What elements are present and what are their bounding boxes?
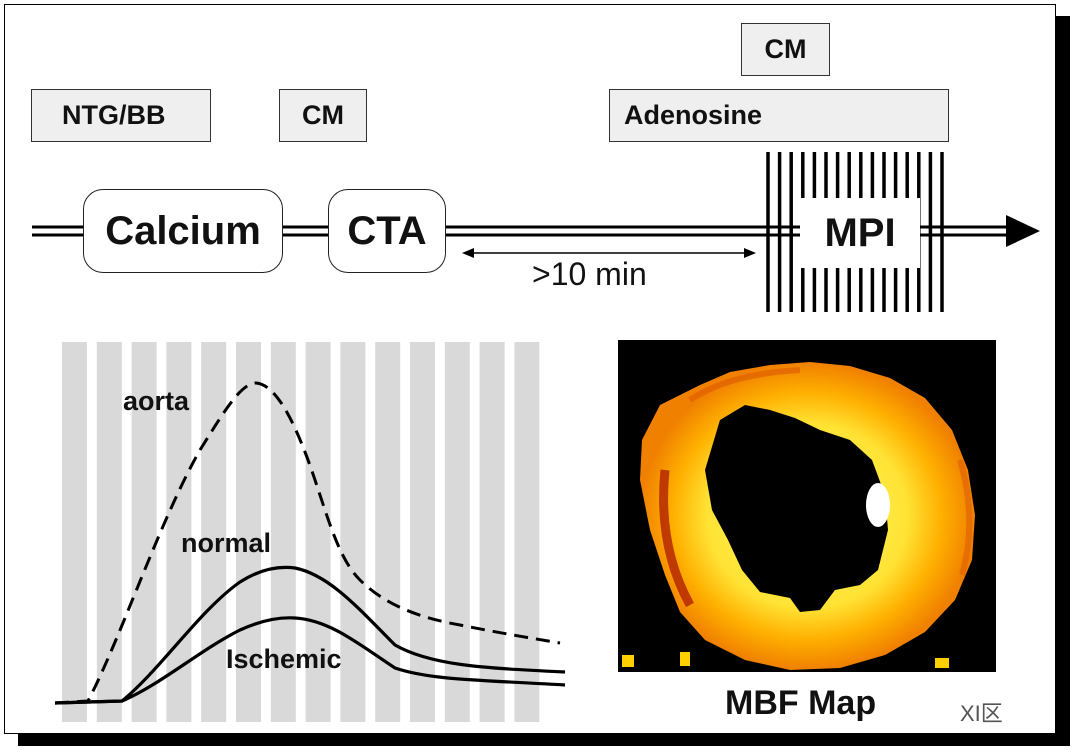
ischemic-label: Ischemic: [226, 644, 342, 674]
ischemic-curve: [54, 616, 566, 705]
cm-label-second: CM: [741, 23, 830, 76]
watermark: XI区: [960, 701, 1003, 726]
interval-arrow: [462, 248, 756, 258]
interval-label: >10 min: [532, 256, 647, 292]
acquisition-stripe: [479, 342, 505, 722]
cta-stage: CTA: [328, 189, 446, 273]
aorta-label: aorta: [123, 386, 190, 416]
aorta-curve: [54, 381, 561, 705]
mbf-map-title: MBF Map: [725, 684, 877, 722]
acquisition-stripe: [305, 342, 331, 722]
acquisition-stripe: [444, 342, 470, 722]
calcium-stage: Calcium: [83, 189, 283, 273]
mbf-myocardium-ring: [640, 362, 975, 670]
mpi-stage: MPI: [800, 198, 920, 268]
normal-curve: [54, 565, 566, 705]
ntg-bb-label: NTG/BB: [31, 89, 211, 142]
acquisition-stripe: [96, 342, 122, 722]
acquisition-stripe: [514, 342, 540, 722]
cm-label-first: CM: [279, 89, 367, 142]
acquisition-stripe: [410, 342, 435, 722]
acquisition-stripe: [131, 342, 157, 722]
acquisition-stripe: [201, 342, 227, 722]
acquisition-stripes: [62, 342, 540, 722]
acquisition-stripe: [62, 342, 87, 722]
mbf-map: [618, 340, 996, 672]
acquisition-stripe: [340, 342, 366, 722]
adenosine-label: Adenosine: [609, 89, 949, 142]
normal-label: normal: [181, 528, 272, 558]
acquisition-stripe: [236, 342, 261, 722]
acquisition-stripe: [270, 342, 296, 722]
acquisition-stripe: [166, 342, 192, 722]
